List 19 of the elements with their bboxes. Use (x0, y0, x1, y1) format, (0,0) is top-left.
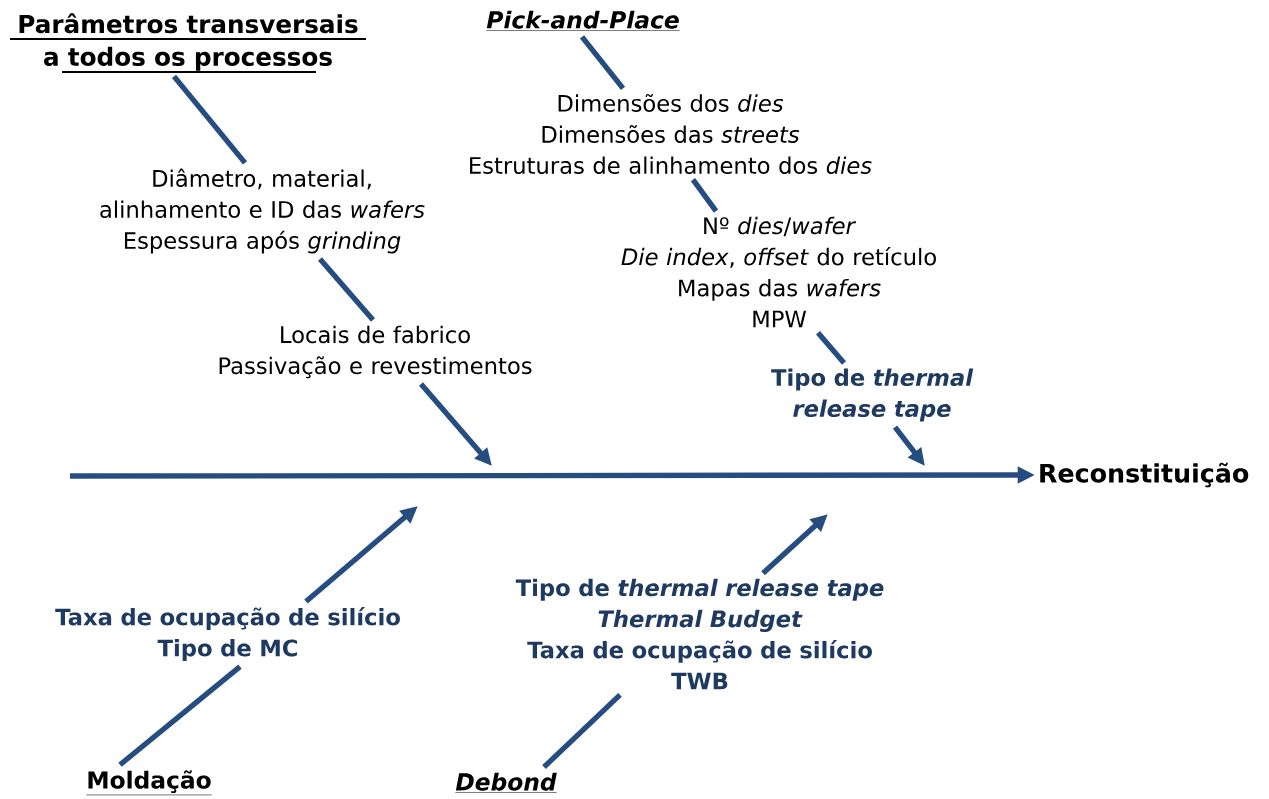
connector-line (690, 178, 719, 213)
connector-line (816, 331, 847, 365)
cause-text: Nº dies/wafer Die index, offset do retículo Mapas das wafers MPW (621, 216, 936, 328)
cause-text: Diâmetro, material, alinhamento e ID das wafers Espessura após grinding (100, 168, 425, 254)
category-heading: Debond (455, 772, 557, 793)
cause-text: Dimensões dos dies Dimensões das streets Estruturas de alinhamento dos dies (470, 93, 872, 174)
cause-text: Taxa de ocupação de silício Tipo de MC (55, 607, 400, 661)
category-heading: Parâmetros transversais a todos os processos (9, 13, 367, 73)
connector-line (542, 692, 622, 769)
category-heading: Pick-and-Place (486, 10, 680, 31)
connector-line (579, 35, 626, 91)
effect-label: Reconstituição (1040, 462, 1249, 488)
connector-line (318, 257, 375, 322)
connector-line (118, 664, 242, 767)
category-heading: Moldação (86, 770, 212, 796)
connector-line (171, 74, 248, 165)
cause-text: Tipo de thermal release tape Thermal Budget Taxa de ocupação de silício TWB (515, 578, 884, 690)
cause-text: Tipo de thermal release tape (771, 368, 974, 422)
cause-text: Locais de fabrico Passivação e revestimentos (219, 325, 532, 379)
